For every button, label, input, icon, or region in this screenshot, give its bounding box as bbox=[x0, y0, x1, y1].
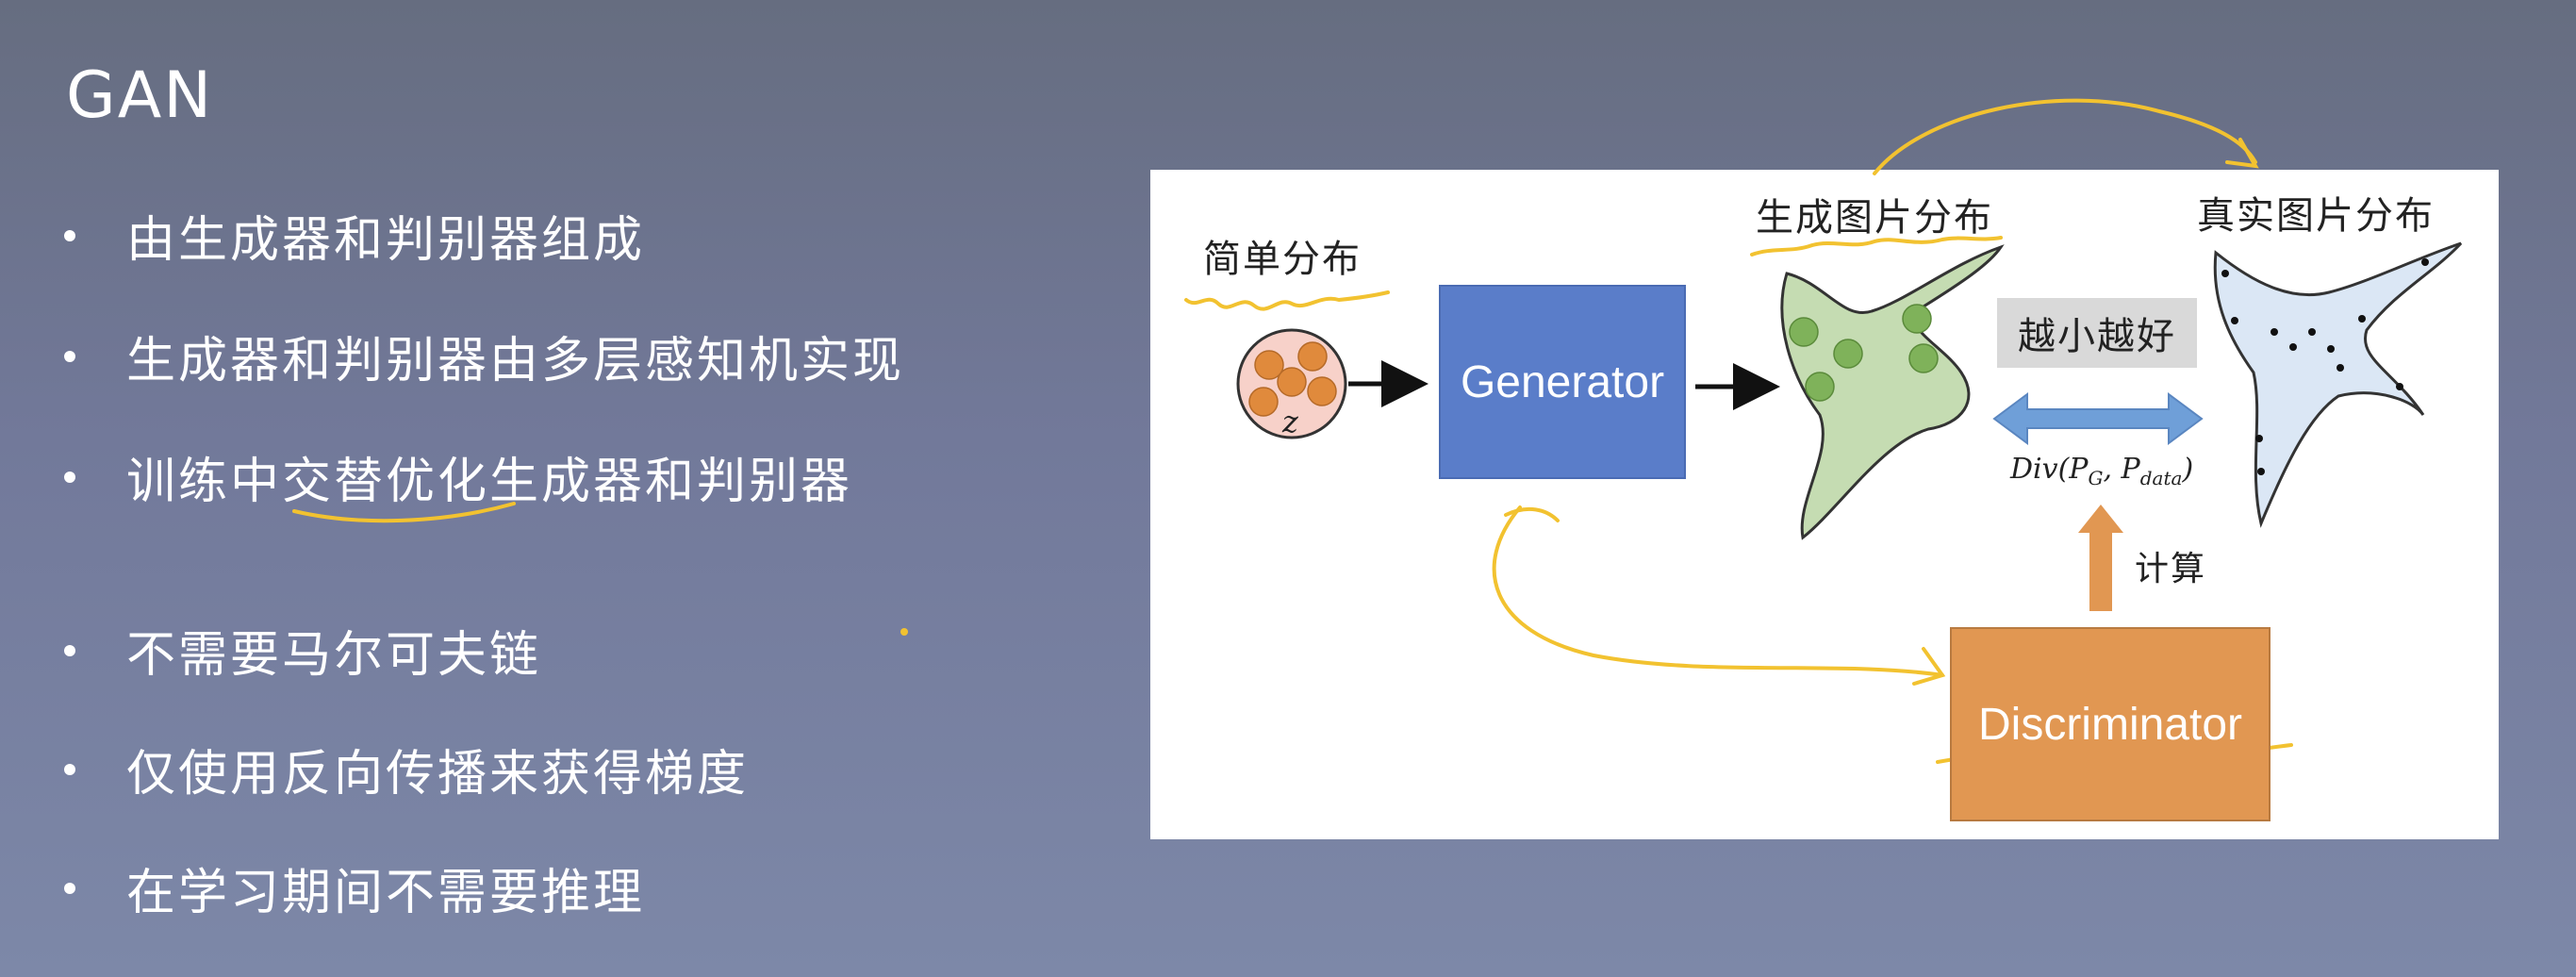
bullet-dot-icon bbox=[64, 229, 75, 241]
discriminator-box: Discriminator bbox=[1950, 627, 2271, 821]
bullet-item: 生成器和判别器由多层感知机实现 bbox=[64, 321, 904, 391]
formula-sep: , P bbox=[2103, 453, 2140, 486]
smaller-better-label: 越小越好 bbox=[1997, 298, 2197, 368]
bullet-text: 在学习期间不需要推理 bbox=[126, 865, 646, 921]
bullet-dot-icon bbox=[64, 763, 75, 775]
smaller-better-text: 越小越好 bbox=[2018, 315, 2176, 358]
bullet-dot-icon bbox=[64, 882, 75, 894]
simple-distribution-label: 简单分布 bbox=[1203, 238, 1362, 281]
bullet-dot-icon bbox=[64, 350, 75, 362]
formula-sub-g: G bbox=[2088, 467, 2104, 489]
bullet-item: 仅使用反向传播来获得梯度 bbox=[64, 734, 749, 804]
bullet-list: 由生成器和判别器组成 生成器和判别器由多层感知机实现 训练中交替优化生成器和判别… bbox=[64, 0, 1101, 977]
generator-box: Generator bbox=[1439, 285, 1686, 479]
z-label: z bbox=[1282, 404, 1300, 439]
bullet-item: 由生成器和判别器组成 bbox=[64, 200, 645, 271]
bullet-item: 不需要马尔可夫链 bbox=[64, 615, 541, 686]
bullet-dot-icon bbox=[64, 644, 75, 656]
bullet-dot-icon bbox=[64, 471, 75, 483]
annotation-dot bbox=[900, 628, 908, 636]
bullet-item: 在学习期间不需要推理 bbox=[64, 853, 645, 923]
bullet-text: 生成器和判别器由多层感知机实现 bbox=[126, 333, 905, 389]
bullet-text: 不需要马尔可夫链 bbox=[126, 627, 542, 684]
generator-label: Generator bbox=[1460, 356, 1665, 407]
formula-close: ) bbox=[2182, 453, 2194, 486]
formula-sub-data: data bbox=[2139, 467, 2183, 489]
bullet-text: 仅使用反向传播来获得梯度 bbox=[126, 746, 750, 803]
divergence-formula: Div(PG, Pdata) bbox=[2010, 453, 2193, 489]
real-distribution-label: 真实图片分布 bbox=[2197, 194, 2435, 238]
bullet-item: 训练中交替优化生成器和判别器 bbox=[64, 441, 852, 512]
compute-label: 计算 bbox=[2135, 550, 2207, 588]
discriminator-label: Discriminator bbox=[1977, 699, 2243, 750]
bullet-text: 由生成器和判别器组成 bbox=[126, 212, 646, 269]
generated-distribution-label: 生成图片分布 bbox=[1756, 196, 1993, 240]
bullet-text: 训练中交替优化生成器和判别器 bbox=[126, 454, 853, 510]
slide-title: GAN bbox=[66, 58, 214, 133]
formula-part: Div(P bbox=[2010, 453, 2089, 486]
